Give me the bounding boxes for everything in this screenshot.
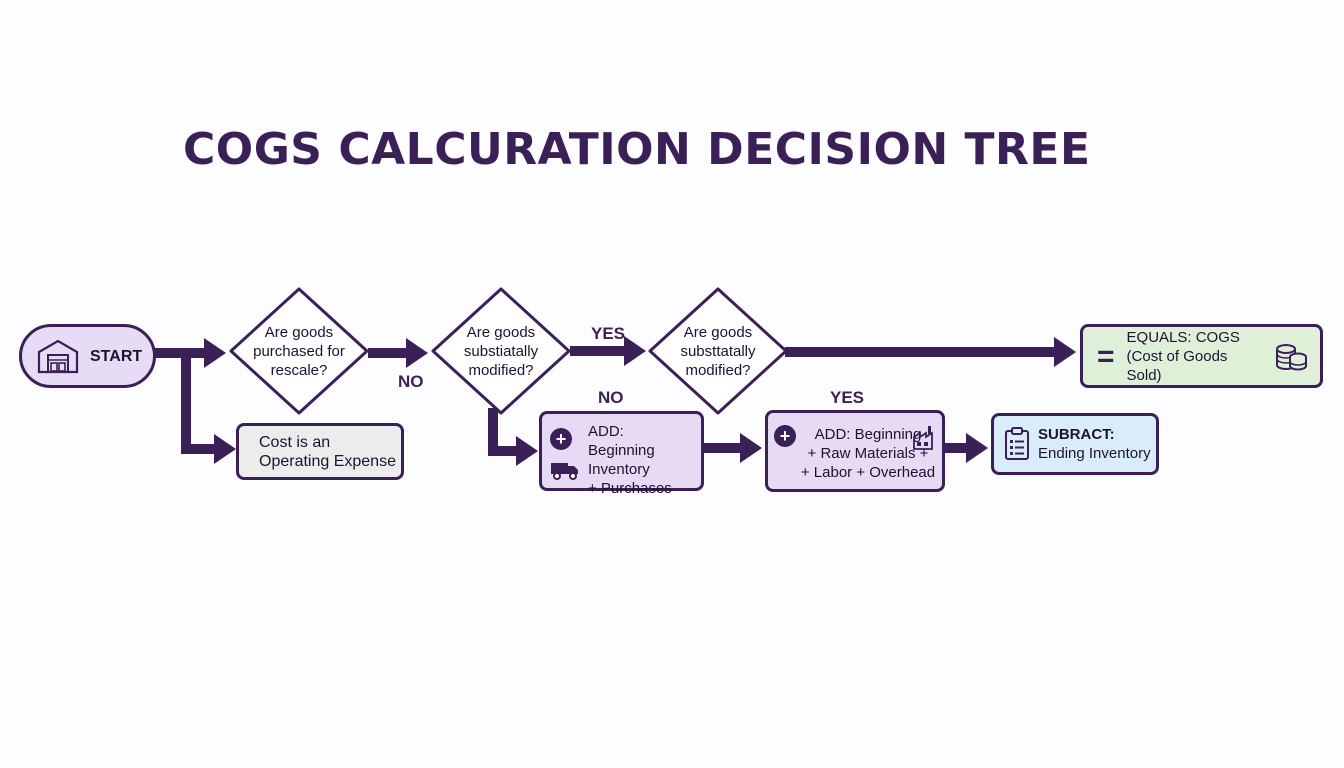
- add-manufacturing-node: + ADD: Beginning + Raw Materials + + Lab…: [765, 410, 945, 492]
- plus-circle-icon: +: [774, 425, 796, 447]
- arrowhead-q2-q3: [624, 336, 646, 366]
- arrowhead-start-q1: [204, 338, 226, 368]
- arrowhead-q2-add1: [516, 436, 538, 466]
- arrowhead-q1-q2: [406, 338, 428, 368]
- subtract-ending-inventory-node: SUBRACT: Ending Inventory: [991, 413, 1159, 475]
- decision-text: Are goods substtatally modified?: [680, 323, 756, 379]
- expense-line-2: Operating Expense: [259, 452, 396, 470]
- decision-text: Are goods substiatally modified?: [463, 323, 539, 379]
- edge-q3-equals: [785, 347, 1061, 357]
- edge-q1-q2: [368, 348, 414, 358]
- warehouse-icon: [36, 338, 80, 374]
- page-title: COGS CALCURATION DECISION TREE: [183, 124, 1091, 175]
- equals-line-2: (Cost of Goods Sold): [1126, 347, 1228, 384]
- coins-icon: [1274, 341, 1308, 371]
- edge-label-yes: YES: [591, 324, 626, 343]
- arrowhead-add2-subtract: [966, 433, 988, 463]
- equals-symbol: =: [1097, 339, 1115, 373]
- edge-start-expense-vertical: [181, 353, 191, 454]
- factory-icon: [912, 423, 936, 451]
- add2-line-2: + Raw Materials +: [807, 445, 929, 462]
- add2-line-3: + Labor + Overhead: [800, 464, 936, 481]
- plus-circle-icon: +: [550, 428, 572, 450]
- decision-text: Are goods purchased for rescale?: [253, 323, 345, 379]
- arrowhead-start-expense: [214, 434, 236, 464]
- add2-line-1: ADD: Beginning: [814, 426, 922, 443]
- equals-line-1: EQUALS: COGS: [1126, 328, 1240, 346]
- operating-expense-node: Cost is an Operating Expense: [236, 423, 404, 480]
- edge-label-no: NO: [598, 388, 624, 407]
- edge-start-expense-horizontal: [181, 444, 221, 454]
- clipboard-icon: [1004, 427, 1030, 461]
- add1-line-3: + Purchases: [588, 480, 672, 497]
- decision-substantially-modified-1: Are goods substiatally modified?: [431, 287, 571, 415]
- start-label: START: [90, 347, 143, 365]
- add1-line-2: Inventory: [588, 461, 650, 478]
- arrowhead-q3-equals: [1054, 337, 1076, 367]
- expense-line-1: Cost is an: [259, 433, 331, 451]
- edge-q2-add1-vertical: [488, 408, 498, 456]
- subtract-line-1: SUBRACT:: [1038, 426, 1115, 443]
- edge-q2-q3: [570, 346, 632, 356]
- equals-cogs-node: = EQUALS: COGS (Cost of Goods Sold): [1080, 324, 1323, 388]
- decision-purchased-for-resale: Are goods purchased for rescale?: [229, 287, 369, 415]
- edge-label-yes: YES: [830, 388, 865, 407]
- arrowhead-add1-add2: [740, 433, 762, 463]
- edge-q2-add1-horizontal: [488, 446, 518, 456]
- edge-add2-subtract: [944, 443, 970, 453]
- start-node: START: [19, 324, 156, 388]
- edge-label-no: NO: [398, 372, 424, 391]
- add-purchases-node: + ADD: Beginning Inventory + Purchases: [539, 411, 704, 497]
- edge-add1-add2: [703, 443, 747, 453]
- truck-icon: [550, 460, 580, 480]
- add1-line-1: ADD: Beginning: [588, 423, 655, 459]
- subtract-line-2: Ending Inventory: [1038, 445, 1151, 462]
- decision-substantially-modified-2: Are goods substtatally modified?: [648, 287, 788, 415]
